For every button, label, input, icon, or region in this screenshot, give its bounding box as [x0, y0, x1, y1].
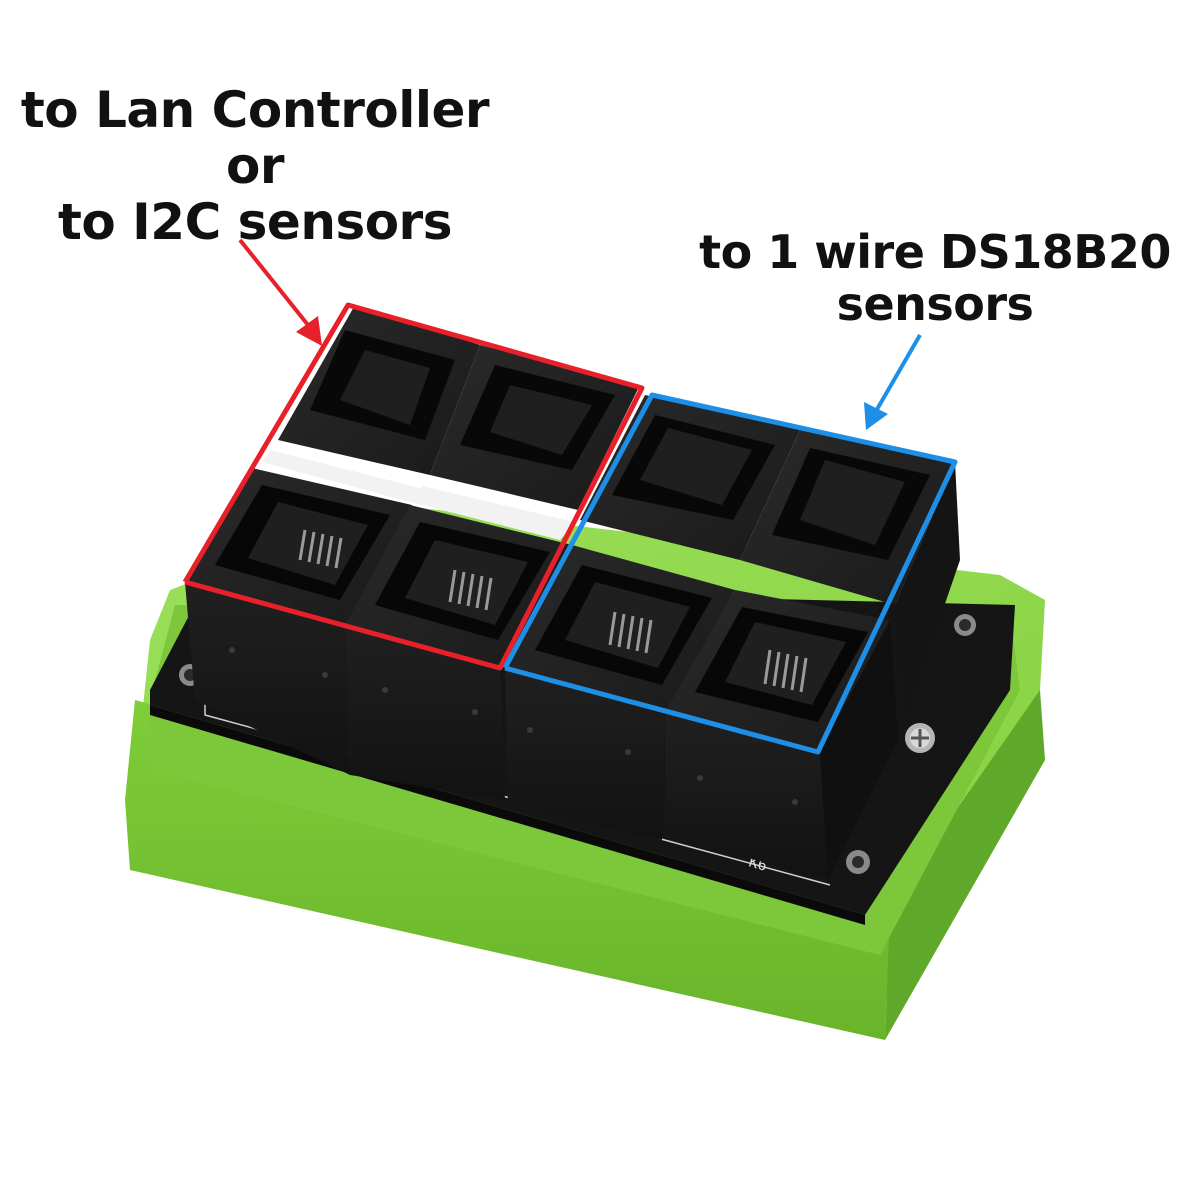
rj45-jack-k2 [345, 505, 572, 800]
mounting-hole [954, 614, 976, 636]
mounting-hole [846, 850, 870, 874]
one-wire-caption: to 1 wire DS18B20 sensors [690, 226, 1180, 330]
rj45-jack-back-right-2 [740, 430, 960, 720]
caption-line: sensors [836, 277, 1034, 331]
rj45-jack-k6 [665, 590, 898, 880]
rj45-jack-back-middle [430, 345, 640, 510]
blue-highlight-outline [502, 392, 958, 755]
rj45-jack-k1 [185, 468, 412, 775]
rj45-jack-back-right-1 [580, 395, 800, 560]
label-strip [410, 486, 575, 540]
caption-line: to Lan Controller [20, 81, 490, 139]
rj45-jack-back-left [278, 305, 480, 475]
lan-controller-caption: to Lan Controller or to I2C sensors [20, 82, 490, 250]
rj45-jack-k5 [505, 545, 735, 840]
red-highlight-outline [182, 302, 645, 671]
enclosure-side-face [885, 690, 1045, 1040]
screw [905, 723, 935, 753]
caption-line: to I2C sensors [58, 193, 452, 251]
label-strip [262, 450, 420, 502]
caption-line: to 1 wire DS18B20 [699, 225, 1171, 279]
red-callout-arrow [238, 238, 322, 346]
blue-callout-arrow [864, 333, 922, 430]
caption-line: or [225, 137, 285, 195]
